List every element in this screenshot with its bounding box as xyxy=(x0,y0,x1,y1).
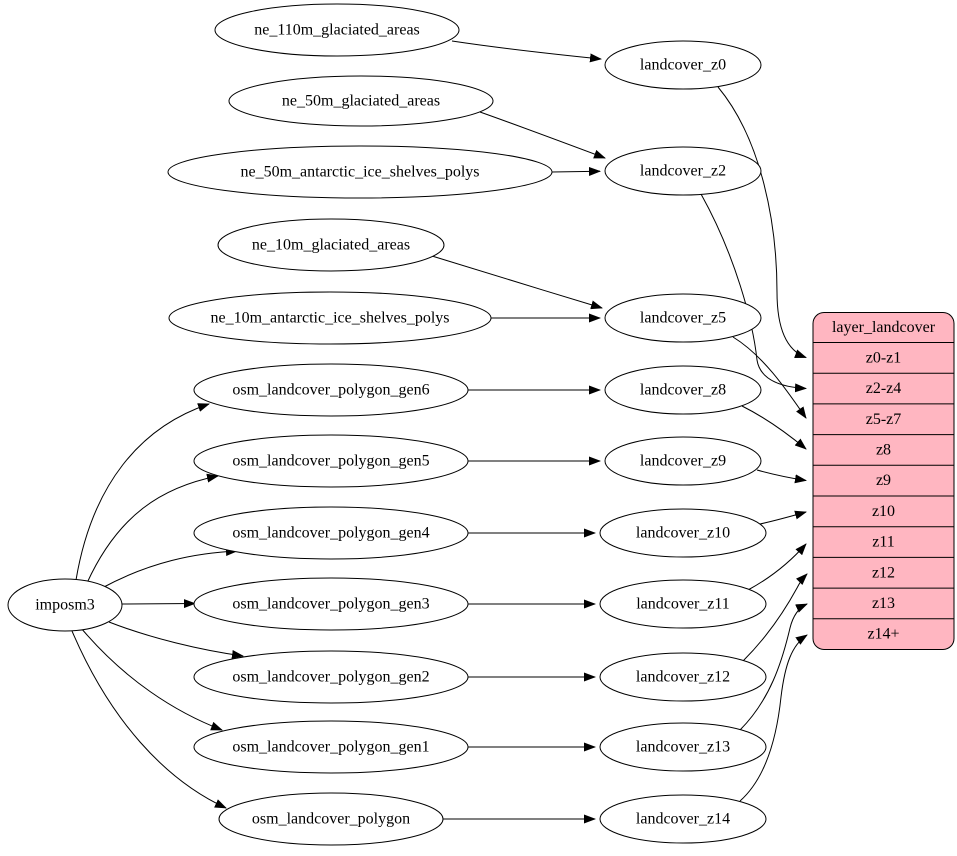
edges-group xyxy=(71,40,808,824)
node-osm_landcover_polygon_gen5-label: osm_landcover_polygon_gen5 xyxy=(232,453,429,470)
table-title: layer_landcover xyxy=(832,319,936,336)
node-landcover_z5: landcover_z5 xyxy=(604,293,762,343)
node-ne_50m_antarctic_ice_shelves_polys-label: ne_50m_antarctic_ice_shelves_polys xyxy=(240,164,479,181)
node-ne_10m_antarctic_ice_shelves_polys: ne_10m_antarctic_ice_shelves_polys xyxy=(168,291,492,345)
table-row-z14plus: z14+ xyxy=(867,626,899,643)
node-landcover_z0: landcover_z0 xyxy=(604,40,762,90)
node-ne_50m_glaciated_areas: ne_50m_glaciated_areas xyxy=(228,75,494,127)
node-landcover_z14: landcover_z14 xyxy=(599,794,767,844)
node-osm_landcover_polygon: osm_landcover_polygon xyxy=(218,792,444,846)
edge-imposm3-osm_landcover_polygon_gen1 xyxy=(80,627,223,731)
node-ne_110m_glaciated_areas-label: ne_110m_glaciated_areas xyxy=(254,22,420,39)
edge-ne_110m_glaciated_areas-landcover_z0 xyxy=(451,40,602,63)
node-landcover_z12-label: landcover_z12 xyxy=(636,669,730,686)
edge-imposm3-osm_landcover_polygon_gen6 xyxy=(75,403,210,581)
node-landcover_z5-label: landcover_z5 xyxy=(640,310,726,327)
node-osm_landcover_polygon_gen6-label: osm_landcover_polygon_gen6 xyxy=(232,382,429,399)
edge-landcover_z10-row-z10 xyxy=(759,510,807,525)
node-osm_landcover_polygon_gen4-label: osm_landcover_polygon_gen4 xyxy=(232,525,429,542)
edge-landcover_z0-row-z0-z1 xyxy=(717,86,807,358)
edge-landcover_z13-row-z13 xyxy=(739,603,808,731)
node-landcover_z9-label: landcover_z9 xyxy=(640,453,726,470)
edge-ne_50m_glaciated_areas-landcover_z2 xyxy=(479,111,606,159)
edge-landcover_z2-row-z2-z4 xyxy=(700,193,807,393)
node-ne_110m_glaciated_areas: ne_110m_glaciated_areas xyxy=(214,3,460,57)
edge-ne_50m_antarctic_ice_shelves_polys-landcover_z2 xyxy=(551,166,601,176)
node-osm_landcover_polygon_gen1-label: osm_landcover_polygon_gen1 xyxy=(232,739,429,756)
node-osm_landcover_polygon_gen2-label: osm_landcover_polygon_gen2 xyxy=(232,669,429,686)
edge-landcover_z11-row-z11 xyxy=(747,543,807,591)
node-imposm3-label: imposm3 xyxy=(35,597,95,614)
node-landcover_z0-label: landcover_z0 xyxy=(640,57,726,74)
edge-landcover_z5-row-z5-z7 xyxy=(732,336,807,419)
node-landcover_z8: landcover_z8 xyxy=(604,365,762,415)
edge-landcover_z14-row-z14plus xyxy=(739,634,808,802)
edge-landcover_z8-row-z8 xyxy=(741,405,807,450)
node-osm_landcover_polygon_gen3-label: osm_landcover_polygon_gen3 xyxy=(232,596,429,613)
node-landcover_z2: landcover_z2 xyxy=(604,146,762,196)
table-row-z12: z12 xyxy=(872,564,895,581)
table-row-z11: z11 xyxy=(872,534,895,551)
node-osm_landcover_polygon_gen1: osm_landcover_polygon_gen1 xyxy=(193,720,469,774)
nodes-group: imposm3 ne_110m_glaciated_areas ne_50m_g… xyxy=(7,3,767,846)
node-landcover_z11: landcover_z11 xyxy=(599,579,767,629)
node-landcover_z10-label: landcover_z10 xyxy=(636,525,730,542)
edge-imposm3-osm_landcover_polygon xyxy=(71,630,227,809)
node-landcover_z14-label: landcover_z14 xyxy=(636,811,730,828)
node-landcover_z13-label: landcover_z13 xyxy=(636,739,730,756)
table-row-z9: z9 xyxy=(876,472,891,489)
edge-landcover_z9-row-z9 xyxy=(756,469,807,484)
table-layer_landcover: layer_landcover z0-z1 z2-z4 z5-z7 z8 z9 … xyxy=(812,312,955,650)
node-ne_50m_glaciated_areas-label: ne_50m_glaciated_areas xyxy=(282,93,440,110)
node-imposm3: imposm3 xyxy=(7,578,123,632)
node-landcover_z9: landcover_z9 xyxy=(604,436,762,486)
node-landcover_z8-label: landcover_z8 xyxy=(640,382,726,399)
edge-imposm3-osm_landcover_polygon_gen5 xyxy=(86,473,219,584)
table-row-z2-z4: z2-z4 xyxy=(866,380,902,397)
node-ne_50m_antarctic_ice_shelves_polys: ne_50m_antarctic_ice_shelves_polys xyxy=(167,145,553,199)
node-osm_landcover_polygon_gen5: osm_landcover_polygon_gen5 xyxy=(193,434,469,488)
edge-ne_10m_glaciated_areas-landcover_z5 xyxy=(431,255,603,310)
table-row-z8: z8 xyxy=(876,442,891,459)
table-row-z10: z10 xyxy=(872,503,895,520)
table-background xyxy=(812,312,955,650)
node-osm_landcover_polygon-label: osm_landcover_polygon xyxy=(252,811,410,828)
table-row-z5-z7: z5-z7 xyxy=(866,411,902,428)
edge-landcover_z12-row-z12 xyxy=(742,573,808,662)
node-landcover_z11-label: landcover_z11 xyxy=(636,596,730,613)
node-ne_10m_glaciated_areas: ne_10m_glaciated_areas xyxy=(217,218,445,272)
node-landcover_z2-label: landcover_z2 xyxy=(640,163,726,180)
node-osm_landcover_polygon_gen2: osm_landcover_polygon_gen2 xyxy=(193,650,469,704)
node-ne_10m_antarctic_ice_shelves_polys-label: ne_10m_antarctic_ice_shelves_polys xyxy=(210,310,449,327)
node-landcover_z12: landcover_z12 xyxy=(599,652,767,702)
node-ne_10m_glaciated_areas-label: ne_10m_glaciated_areas xyxy=(252,237,410,254)
table-row-z13: z13 xyxy=(872,595,895,612)
node-osm_landcover_polygon_gen4: osm_landcover_polygon_gen4 xyxy=(193,506,469,560)
node-landcover_z10: landcover_z10 xyxy=(599,508,767,558)
edge-imposm3-osm_landcover_polygon_gen2 xyxy=(108,621,244,659)
node-landcover_z13: landcover_z13 xyxy=(599,722,767,772)
node-osm_landcover_polygon_gen3: osm_landcover_polygon_gen3 xyxy=(193,577,469,631)
table-row-z0-z1: z0-z1 xyxy=(866,349,902,366)
node-osm_landcover_polygon_gen6: osm_landcover_polygon_gen6 xyxy=(193,363,469,417)
edge-imposm3-osm_landcover_polygon_gen3 xyxy=(121,599,196,609)
edge-imposm3-osm_landcover_polygon_gen4 xyxy=(101,547,238,589)
